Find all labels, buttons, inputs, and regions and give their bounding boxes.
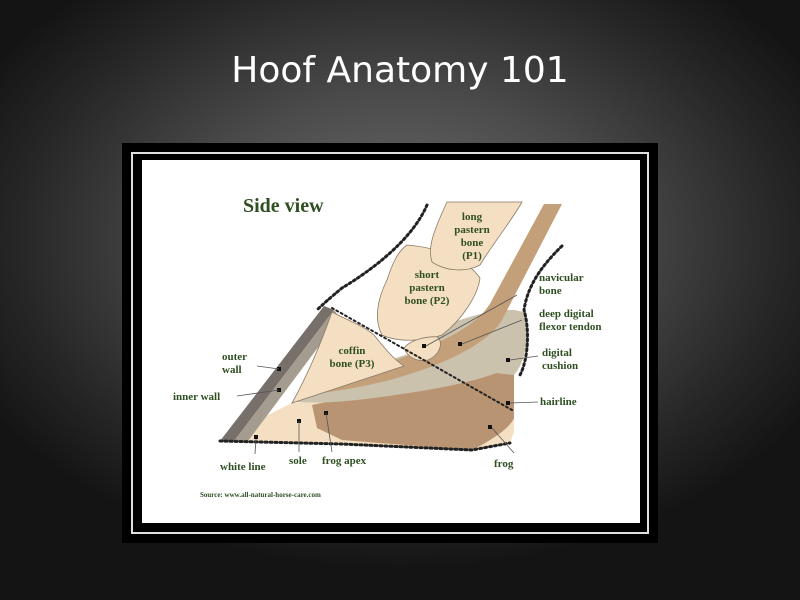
svg-text:(P1): (P1) — [462, 250, 482, 262]
marker-navicular — [422, 344, 426, 348]
svg-text:coffin: coffin — [339, 345, 366, 357]
frog-shape — [312, 365, 514, 450]
diagram-heading: Side view — [243, 195, 324, 217]
label-deep-digital: deep digital flexor tendon — [539, 308, 601, 333]
label-navicular: navicular bone — [539, 272, 584, 297]
label-inner-wall: inner wall — [173, 391, 220, 403]
skin-outline-back — [518, 244, 564, 377]
label-coffin-bone: coffin bone (P3) — [330, 345, 375, 370]
svg-text:digital: digital — [542, 347, 572, 359]
label-frog-apex: frog apex — [322, 455, 367, 467]
marker-hairline — [506, 401, 510, 405]
marker-cushion — [506, 358, 510, 362]
hoof-diagram: Side view long pastern bone (P1) short p… — [142, 160, 640, 523]
label-digital-cushion: digital cushion — [542, 347, 578, 372]
label-frog: frog — [494, 458, 514, 470]
marker-frog — [488, 425, 492, 429]
inner-wall-shape — [234, 310, 340, 441]
svg-text:short: short — [415, 269, 440, 281]
svg-text:long: long — [462, 211, 483, 223]
label-long-pastern: long pastern bone (P1) — [454, 211, 489, 262]
label-outer-wall: outer wall — [222, 351, 247, 376]
coronary-line — [331, 307, 513, 411]
long-pastern-shape — [429, 201, 523, 271]
svg-text:bone (P3): bone (P3) — [330, 358, 375, 370]
source-credit: Source: www.all-natural-horse-care.com — [200, 491, 321, 499]
svg-text:bone (P2): bone (P2) — [405, 295, 450, 307]
picture-frame-line — [131, 152, 649, 534]
skin-outline-front — [315, 203, 429, 312]
svg-text:wall: wall — [222, 364, 242, 376]
label-white-line: white line — [220, 461, 266, 473]
slide-title: Hoof Anatomy 101 — [231, 50, 569, 91]
marker-tendon — [458, 342, 462, 346]
svg-text:deep digital: deep digital — [539, 308, 594, 320]
label-short-pastern: short pastern bone (P2) — [405, 269, 450, 307]
hoof-outline-bottom — [218, 439, 512, 452]
leader-lines — [236, 294, 539, 455]
outer-wall-shape — [220, 306, 334, 441]
svg-text:bone: bone — [461, 237, 484, 249]
svg-text:cushion: cushion — [542, 360, 578, 372]
svg-text:flexor tendon: flexor tendon — [539, 321, 601, 333]
svg-text:outer: outer — [222, 351, 247, 363]
hoof-diagram-svg: Side view long pastern bone (P1) short p… — [173, 195, 601, 499]
marker-white-line — [254, 435, 258, 439]
coffin-bone-shape — [291, 311, 405, 404]
svg-text:pastern: pastern — [454, 224, 489, 236]
label-sole: sole — [289, 455, 307, 467]
svg-text:pastern: pastern — [409, 282, 444, 294]
svg-text:navicular: navicular — [539, 272, 584, 284]
svg-text:bone: bone — [539, 285, 562, 297]
label-hairline: hairline — [540, 396, 577, 408]
